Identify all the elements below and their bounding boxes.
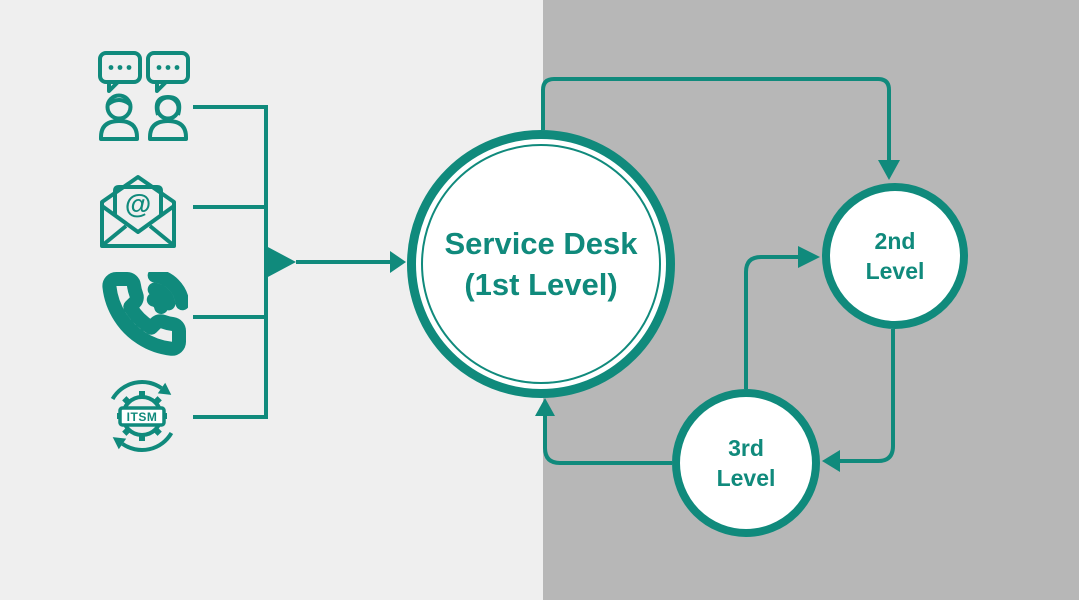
itsm-cycle-icon: ITSM [110, 380, 174, 452]
chat-conversation-icon [98, 51, 190, 141]
itsm-badge-label: ITSM [127, 410, 158, 424]
third-level-label-line1: 3rd [728, 435, 764, 461]
service-desk-label-line2: (1st Level) [464, 267, 618, 302]
node-third-level: 3rd Level [672, 389, 820, 537]
email-icon: @ [100, 175, 176, 248]
second-level-label-line1: 2nd [874, 228, 916, 254]
node-service-desk: Service Desk (1st Level) [407, 130, 675, 398]
at-symbol: @ [125, 189, 151, 219]
service-desk-label-line1: Service Desk [444, 226, 638, 261]
node-second-level: 2nd Level [822, 183, 968, 329]
phone-call-icon [102, 272, 188, 356]
itsm-badge [118, 406, 166, 427]
second-level-label-line2: Level [865, 258, 925, 284]
third-level-label-line2: Level [716, 465, 776, 491]
